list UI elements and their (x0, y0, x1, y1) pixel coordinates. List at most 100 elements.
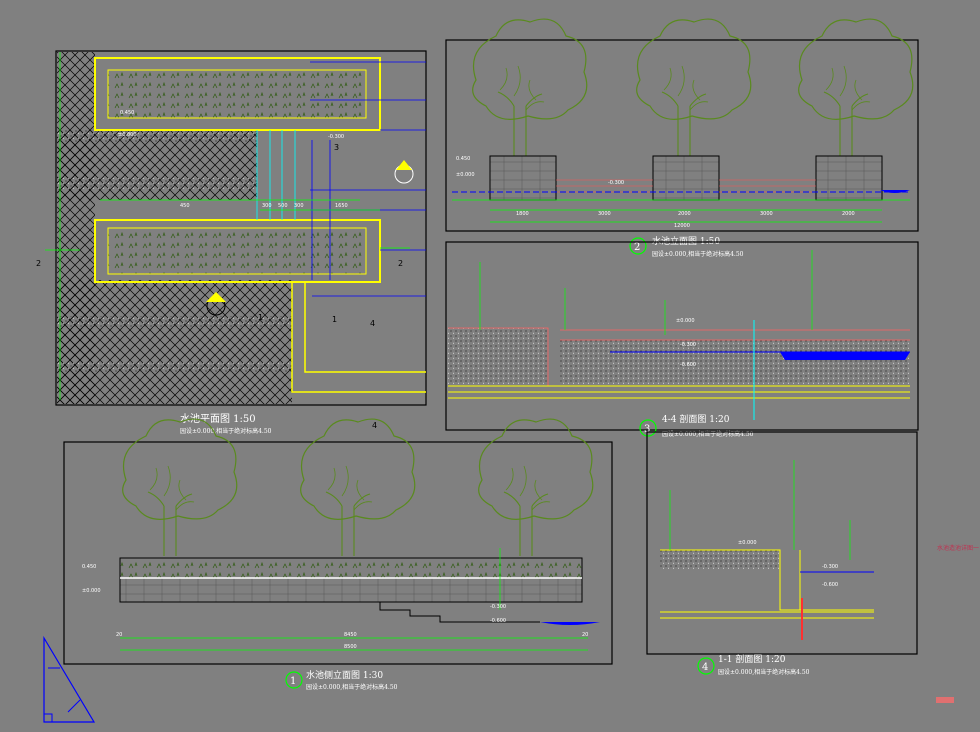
section-1-1-leaders (669, 460, 851, 560)
sheet-tag (936, 697, 954, 703)
plan-label-dim5: 300 (294, 203, 304, 209)
elevation-1-badge (285, 671, 303, 689)
elevation-1-wall (119, 577, 583, 603)
plan-label-dim3: 300 (262, 203, 272, 209)
plan-subtitle: 园设±0.000,相当于绝对标高4.50 (180, 427, 272, 435)
plan-hatch-bottom (57, 280, 292, 404)
elev2-dim-5: 2000 (842, 211, 855, 217)
elevation-1-dims (120, 548, 588, 651)
elev2-dim-1: 1800 (516, 211, 529, 217)
section-4-4-base-left (448, 328, 548, 386)
elev2-dim-total: 12000 (674, 223, 690, 229)
plan-section-tag-1a: 1 (258, 313, 263, 322)
section-1-1-title: 1-1 剖面图 1:20 (718, 653, 786, 665)
plan-dimension-lines (45, 52, 410, 400)
section-4-4-finish (448, 327, 910, 386)
elevation-2-dims (452, 199, 910, 223)
elev2-label-top: 0.450 (456, 156, 470, 162)
section-1-1-badge (697, 657, 715, 675)
ucs-axis-icon (43, 635, 96, 723)
sec44-label-minus3: -0.300 (680, 342, 696, 348)
plan-label-zero: ±0.000 (118, 132, 137, 138)
plan-label-minus: -0.300 (328, 134, 344, 140)
planter-upper (107, 69, 367, 119)
tree-icon (300, 418, 416, 557)
elevation-1-water (540, 622, 600, 625)
section-4-4-base-right (560, 340, 910, 386)
elevation-2-water (880, 190, 910, 193)
pool-edge (291, 282, 426, 393)
section-4-4-subtitle: 园设±0.000,相当于绝对标高4.50 (662, 430, 754, 438)
section-1-1-number: 4 (702, 662, 708, 673)
section-4-4-badge (639, 419, 657, 437)
section-4-4-title: 4-4 剖面图 1:20 (662, 413, 730, 425)
planter-box-3 (815, 155, 883, 201)
planter-box-2 (652, 155, 720, 201)
elev1-label-minus6: -0.600 (490, 618, 506, 624)
plan-frame (55, 50, 427, 406)
plan-label-dim1: 450 (180, 203, 190, 209)
plan-section-tag-left: 2 (36, 259, 41, 268)
section-4-4-number: 3 (644, 424, 650, 435)
plan-title: 水池平面图 1:50 (180, 412, 256, 425)
elev1-dim-inner: 8450 (344, 632, 357, 638)
section-1-1-subtitle: 园设±0.000,相当于绝对标高4.50 (718, 668, 810, 676)
elevation-1-steps (379, 602, 540, 623)
section-1-1-frame (646, 431, 918, 655)
elev1-dim-edge-right: 20 (582, 632, 588, 638)
sec11-label-zero: ±0.000 (738, 540, 757, 546)
plan-label-dim4: 500 (278, 203, 288, 209)
section-arrow-icon (206, 292, 226, 302)
elevation-2-frame (445, 39, 919, 232)
section-4-4-water (780, 352, 910, 360)
elevation-2-number: 2 (634, 242, 640, 253)
elevation-1-view[interactable]: 0.450 ±0.000 -0.300 -0.600 8450 8500 20 … (63, 418, 613, 691)
elevation-2-badge (629, 237, 647, 255)
planter-lower (107, 227, 367, 275)
elev2-label-zero: ±0.000 (456, 172, 475, 178)
plan-label-dim2: 1650 (335, 203, 348, 209)
elevation-1-frame (63, 441, 613, 665)
sec44-label-zero: ±0.000 (676, 318, 695, 324)
plan-section-tag-3: 3 (334, 143, 339, 152)
elev1-label-top: 0.450 (82, 564, 96, 570)
elev1-dim-edge-left: 20 (116, 632, 122, 638)
elevation-1-planter (119, 557, 583, 579)
planter-upper-curb (94, 57, 381, 131)
section-1-1-base (660, 550, 780, 570)
planter-lower-curb (94, 219, 381, 283)
plan-paving-1 (57, 130, 257, 142)
section-4-4-slab (448, 385, 910, 399)
tree-icon (478, 418, 594, 557)
elev1-label-zero: ±0.000 (82, 588, 101, 594)
plan-paving-4 (57, 362, 292, 372)
section-arrow-icon (396, 160, 412, 170)
section-4-4-frame (445, 241, 919, 431)
section-1-1-slab (660, 611, 874, 619)
elev2-dim-4: 3000 (760, 211, 773, 217)
plan-section-tag-4a: 4 (370, 319, 375, 328)
sheet-note: 水池造池详图一 (937, 545, 980, 552)
plan-paving-3 (57, 316, 292, 328)
plan-section-tag-4b: 4 (372, 421, 377, 430)
section-1-1-view[interactable]: ±0.000 -0.300 -0.600 4 1-1 剖面图 1:20 园设±0… (646, 431, 918, 676)
elevation-2-title: 水池立面图 1:50 (652, 235, 720, 247)
sec11-label-minus6: -0.600 (822, 582, 838, 588)
section-1-1-wall (660, 549, 874, 611)
elevation-1-number: 1 (290, 676, 296, 687)
plan-view[interactable]: 0.450 ±0.000 -0.300 450 1650 300 500 300… (36, 50, 427, 435)
elevation-2-subtitle: 园设±0.000,相当于绝对标高4.50 (652, 250, 744, 258)
elev2-dim-2: 3000 (598, 211, 611, 217)
plan-label-elev-top: 0.450 (120, 110, 134, 116)
elevation-2-view[interactable]: 0.450 ±0.000 -0.300 1800 3000 2000 3000 … (445, 18, 919, 258)
plan-section-tag-1b: 1 (332, 315, 337, 324)
elev1-dim-total: 8500 (344, 644, 357, 650)
plan-section-tag-right: 2 (398, 259, 403, 268)
planter-box-1 (489, 155, 557, 201)
tree-icon (122, 418, 238, 557)
elev2-dim-3: 2000 (678, 211, 691, 217)
elevation-1-subtitle: 园设±0.000,相当于绝对标高4.50 (306, 683, 398, 691)
section-4-4-view[interactable]: ±0.000 -0.300 -0.600 3 4-4 剖面图 1:20 园设±0… (445, 241, 919, 438)
elev2-label-minus: -0.300 (608, 180, 624, 186)
